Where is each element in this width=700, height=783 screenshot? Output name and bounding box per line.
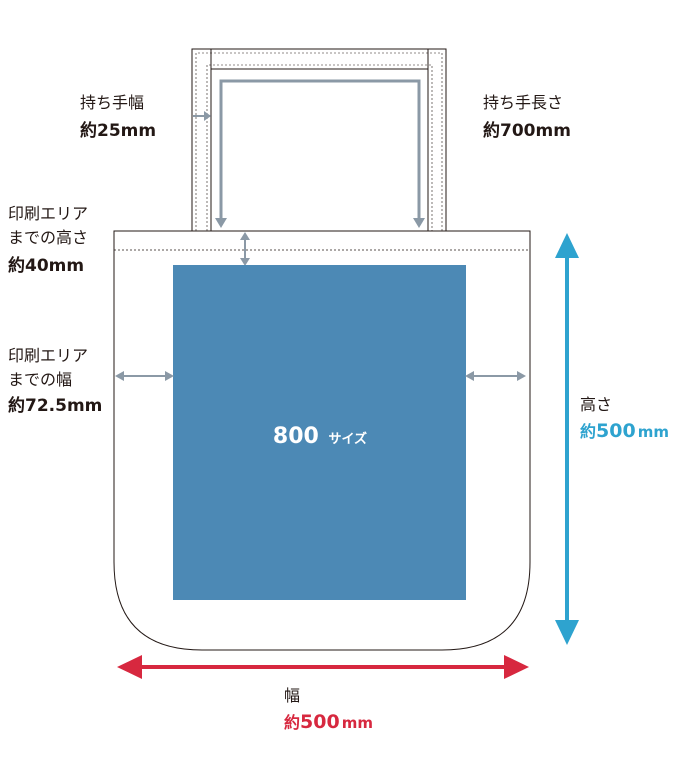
print-area: 800 サイズ: [173, 265, 466, 600]
handle-width-title: 持ち手幅: [80, 93, 144, 112]
handle-length-indicator: [215, 79, 425, 228]
print-side-left-arrow: [115, 371, 174, 381]
handle-width-label: 持ち手幅 約25mm: [80, 93, 156, 141]
print-area-size-label: 800 サイズ: [273, 424, 367, 449]
handle-length-value: 約700mm: [483, 120, 571, 141]
width-number: 500: [300, 711, 340, 733]
height-arrow: [555, 233, 579, 645]
handle-length-label: 持ち手長さ 約700mm: [483, 93, 571, 141]
print-side-right-arrow: [465, 371, 526, 381]
width-arrow: [117, 655, 529, 679]
height-number: 500: [596, 420, 636, 442]
handle: [191, 48, 447, 231]
print-side-line1: 印刷エリア: [8, 346, 88, 365]
height-prefix: 約: [580, 422, 596, 441]
print-top-line1: 印刷エリア: [8, 204, 88, 223]
print-side-line2: までの幅: [8, 370, 72, 389]
handle-width-arrow: [193, 111, 211, 121]
print-top-line2: までの高さ: [8, 228, 88, 247]
print-size-number: 800: [273, 424, 319, 449]
height-title: 高さ: [580, 395, 612, 414]
handle-length-title: 持ち手長さ: [483, 93, 563, 112]
height-unit: mm: [638, 423, 669, 441]
print-top-value: 約40mm: [8, 255, 84, 276]
print-top-arrow: [240, 232, 250, 266]
print-size-word: サイズ: [328, 431, 367, 447]
width-title: 幅: [284, 686, 300, 705]
print-top-label: 印刷エリア までの高さ 約40mm: [8, 204, 88, 276]
print-side-label: 印刷エリア までの幅 約72.5mm: [8, 346, 102, 416]
print-side-value: 約72.5mm: [8, 395, 102, 416]
width-unit: mm: [342, 714, 373, 732]
width-prefix: 約: [284, 713, 300, 732]
handle-width-value: 約25mm: [80, 120, 156, 141]
